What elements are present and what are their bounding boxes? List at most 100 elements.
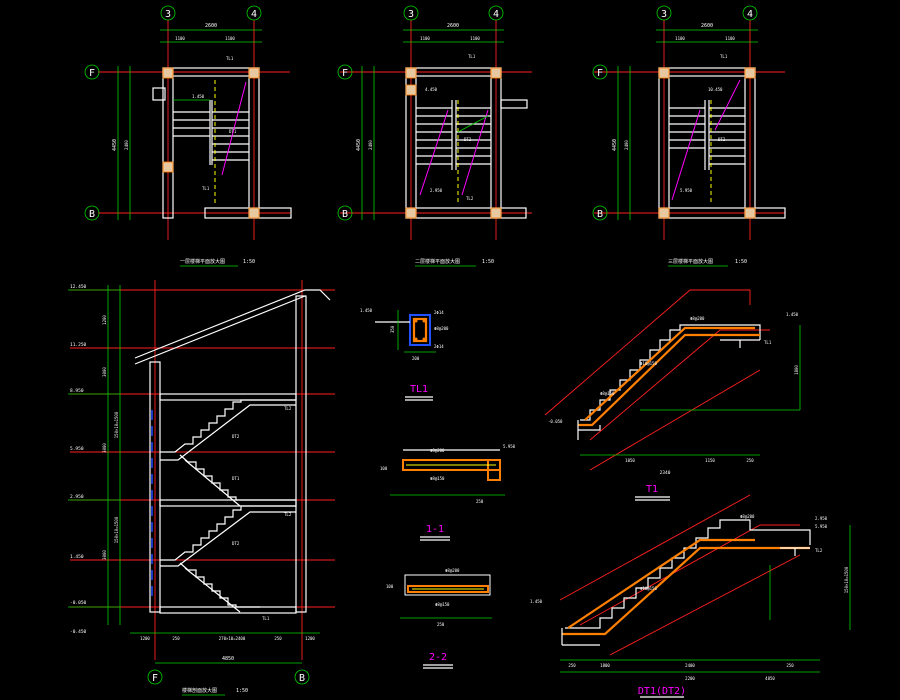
third-floor-stair-plan: 3 4 F B 2600 1100 1100 4450 2400 bbox=[592, 5, 786, 267]
dim-label: 4850 bbox=[765, 676, 775, 681]
beam-label: TL1 bbox=[720, 54, 728, 59]
height-dim: 1200 bbox=[102, 315, 107, 325]
axis-bubble-3 bbox=[160, 5, 176, 21]
rebar-label: Φ8@200 bbox=[445, 568, 460, 573]
level-label: 2.950 bbox=[430, 188, 443, 193]
level-label: 8.950 bbox=[70, 388, 84, 394]
dim-label: 150×10=1500 bbox=[844, 566, 849, 593]
level-label: 5.950 bbox=[503, 444, 516, 449]
dim-label: 1150 bbox=[705, 458, 715, 463]
level-label: 1.450 bbox=[192, 94, 205, 99]
level-label: -0.050 bbox=[70, 600, 87, 606]
bottom-dim: 1200 bbox=[140, 636, 150, 641]
beam-tl1-detail: 1.450 2Φ14 Φ8@200 200 350 2Φ14 TL1 bbox=[360, 308, 449, 401]
bottom-dim: 250 bbox=[172, 636, 180, 641]
dim-label: 2340 bbox=[660, 470, 671, 476]
height-dim: 3000 bbox=[102, 443, 107, 453]
level-label: -0.450 bbox=[70, 629, 87, 635]
beam-label: TL2 bbox=[815, 548, 823, 553]
beam-label: TL2 bbox=[466, 196, 474, 201]
dim-top-total: 2600 bbox=[701, 23, 713, 29]
dim-label: 350 bbox=[390, 325, 395, 333]
level-label: 1.450 bbox=[786, 312, 799, 317]
dim-label: 2400 bbox=[685, 663, 695, 668]
level-label: 4.450 bbox=[425, 87, 438, 92]
detail-title: TL1 bbox=[410, 384, 428, 395]
rebar-label: Φ8@200 bbox=[434, 326, 449, 331]
beam-label: TL1 bbox=[468, 54, 476, 59]
stair-section-view: 12.450 11.250 8.950 5.950 2.950 1.450 -0… bbox=[68, 280, 335, 696]
detail-title: DT1(DT2) bbox=[638, 686, 686, 697]
detail-title: 2-2 bbox=[429, 652, 447, 663]
bottom-dim: 1200 bbox=[305, 636, 315, 641]
rebar-label: Φ8@150 bbox=[430, 476, 445, 481]
dim-label: 1800 bbox=[794, 365, 799, 375]
beam-label: TL1 bbox=[202, 186, 210, 191]
rebar-label: Φ8@200 bbox=[430, 448, 445, 453]
first-floor-stair-plan: 3 4 F B 2600 1100 1100 4450 2400 bbox=[84, 5, 292, 267]
level-label: 5.950 bbox=[815, 524, 828, 529]
dim-label: 100 bbox=[386, 584, 394, 589]
bottom-dim: 270×10=2400 bbox=[219, 636, 246, 641]
dim-top: 1100 bbox=[225, 36, 235, 41]
axis-label-b: B bbox=[342, 209, 348, 220]
level-label: -0.050 bbox=[548, 419, 563, 424]
dim-label: 250 bbox=[476, 499, 484, 504]
dim-top: 1100 bbox=[470, 36, 480, 41]
second-floor-stair-plan: 3 4 F B 2600 1100 1100 4450 2400 bbox=[337, 5, 532, 267]
axis-label-3: 3 bbox=[165, 9, 171, 20]
axis-label-4: 4 bbox=[493, 9, 499, 20]
section-title: 楼梯剖面放大图 bbox=[182, 687, 217, 694]
dim-top: 1100 bbox=[675, 36, 685, 41]
beam-label: TL2 bbox=[284, 512, 292, 517]
axis-label-3: 3 bbox=[661, 9, 667, 20]
dim-top: 1100 bbox=[175, 36, 185, 41]
height-dim: 150×10=1500 bbox=[114, 516, 119, 543]
axis-label-f: F bbox=[89, 68, 95, 79]
rebar-label: Φ10@150 bbox=[640, 361, 657, 366]
plan-scale: 1:50 bbox=[482, 259, 494, 265]
dim-side: 2400 bbox=[124, 140, 129, 150]
level-label: 2.950 bbox=[815, 516, 828, 521]
axis-bubble-4 bbox=[246, 5, 262, 21]
dim-label: 250 bbox=[437, 622, 445, 627]
level-label: 10.450 bbox=[708, 87, 723, 92]
stair-dt1-detail: 1.450 2.950 5.950 TL2 Φ10@150 Φ8@200 250… bbox=[530, 494, 851, 698]
beam-label: TL1 bbox=[262, 616, 270, 621]
dim-label: 200 bbox=[412, 356, 420, 361]
height-dim: 150×10=1500 bbox=[114, 411, 119, 438]
dim-top: 1100 bbox=[725, 36, 735, 41]
dim-label: 250 bbox=[746, 458, 754, 463]
flight-label: DT2 bbox=[232, 541, 240, 546]
beam-label: TL2 bbox=[284, 406, 292, 411]
dim-label: 2200 bbox=[685, 676, 695, 681]
rebar-label: Φ10@150 bbox=[640, 586, 657, 591]
rebar-label: Φ8@200 bbox=[690, 316, 705, 321]
detail-title: T1 bbox=[646, 484, 658, 495]
flight-label: DT1 bbox=[232, 476, 240, 481]
dim-top-total: 2600 bbox=[447, 23, 459, 29]
axis-label-4: 4 bbox=[251, 9, 257, 20]
flight-label: DT2 bbox=[232, 434, 240, 439]
stair-label: DT1 bbox=[229, 129, 237, 134]
plan-title: 二层楼梯平面放大图 bbox=[415, 258, 460, 265]
level-label: 2.950 bbox=[70, 494, 84, 500]
level-label: 5.950 bbox=[70, 446, 84, 452]
dim-side-total: 4450 bbox=[356, 139, 362, 151]
beam-label: TL1 bbox=[226, 56, 234, 61]
rebar-label: Φ8@150 bbox=[435, 602, 450, 607]
rebar-label: Φ8@200 bbox=[740, 514, 755, 519]
axis-label-4: 4 bbox=[747, 9, 753, 20]
axis-label-f: F bbox=[597, 68, 603, 79]
rebar-label: 2Φ14 bbox=[434, 344, 444, 349]
level-label: 1.450 bbox=[70, 554, 84, 560]
dim-label: 1050 bbox=[625, 458, 635, 463]
level-label: 1.450 bbox=[530, 599, 543, 604]
dim-side: 2400 bbox=[368, 140, 373, 150]
rebar-label: Φ8@150 bbox=[600, 391, 615, 396]
axis-bubble-b bbox=[84, 205, 100, 221]
bottom-dim: 250 bbox=[274, 636, 282, 641]
plan-scale: 1:50 bbox=[735, 259, 747, 265]
axis-label-f: F bbox=[152, 673, 158, 684]
axis-label-b: B bbox=[597, 209, 603, 220]
